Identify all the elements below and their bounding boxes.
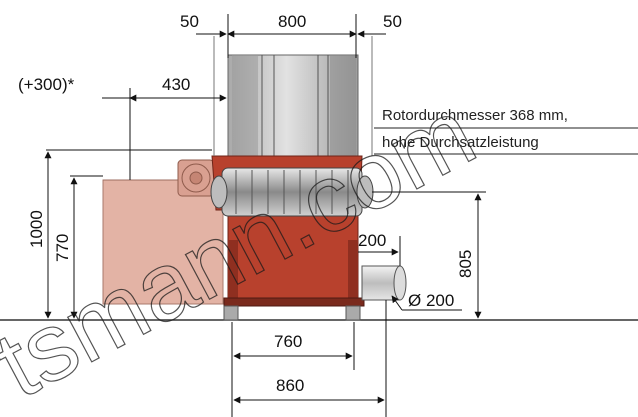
dim-outlet-diameter — [391, 295, 462, 311]
rotor-note-line1: Rotordurchmesser 368 mm, — [382, 107, 568, 124]
dim-body-height-label: 770 — [53, 234, 72, 262]
dim-outlet-diameter-label: Ø 200 — [408, 291, 454, 310]
dim-outlet-height-label: 805 — [456, 250, 475, 278]
outlet-pipe — [361, 265, 407, 301]
dim-extension-label: (+300)* — [18, 75, 75, 94]
dim-side-depth — [102, 88, 227, 180]
rotor — [210, 167, 374, 217]
side-housing — [102, 179, 224, 305]
rotor-note — [374, 127, 638, 155]
dim-outlet-height — [372, 191, 486, 319]
dim-bottom — [231, 300, 387, 417]
hopper — [227, 54, 359, 157]
dim-top-left-label: 50 — [180, 12, 199, 31]
rotor-note-line2: hohe Durchsatzleistung — [382, 134, 539, 151]
dim-top-width-label: 800 — [278, 12, 306, 31]
dim-outlet-offset-label: 200 — [358, 231, 386, 250]
dim-outlet-offset — [358, 236, 401, 266]
machine-feet — [223, 305, 361, 321]
dim-left-heights — [44, 149, 212, 319]
dim-base-inner-label: 760 — [274, 332, 302, 351]
side-motor — [177, 159, 215, 197]
dim-total-height-label: 1000 — [27, 210, 46, 248]
dim-side-depth-label: 430 — [162, 75, 190, 94]
dim-base-outer-label: 860 — [276, 376, 304, 395]
dim-top-right-label: 50 — [383, 12, 402, 31]
